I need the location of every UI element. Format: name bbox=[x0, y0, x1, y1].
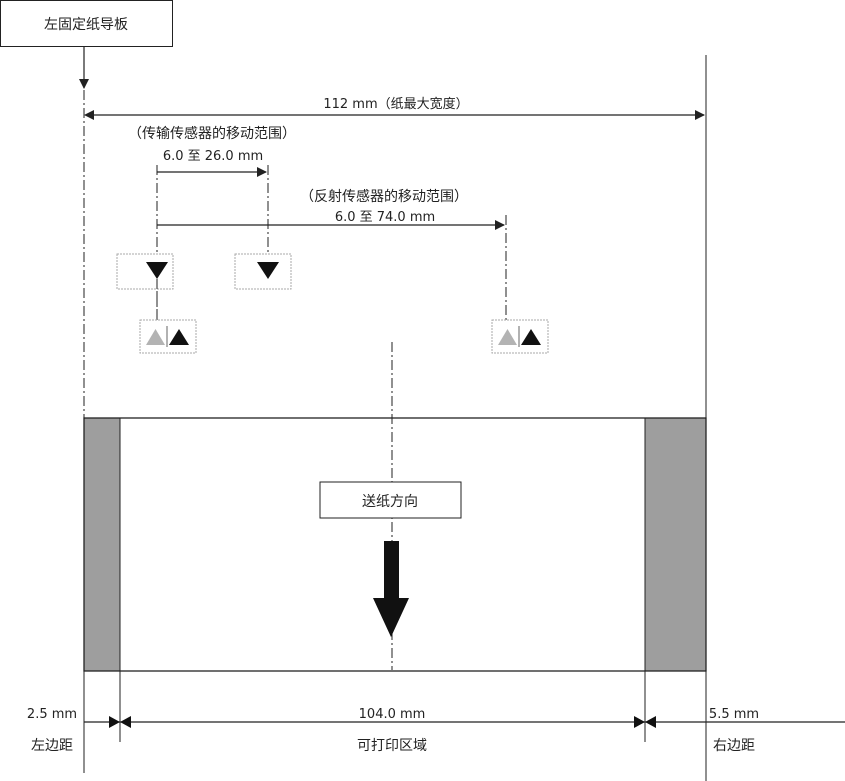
right-margin-label: 右边距 bbox=[713, 738, 755, 754]
feed-arrow-icon bbox=[373, 541, 409, 637]
left-guide-label-box: 左固定纸导板 bbox=[0, 0, 173, 47]
printable-area-label: 可打印区域 bbox=[357, 737, 427, 754]
reflective-sensor-start bbox=[139, 319, 197, 354]
feed-direction-label: 送纸方向 bbox=[362, 494, 418, 510]
left-guide-label: 左固定纸导板 bbox=[44, 17, 128, 33]
gray-triangle-icon bbox=[146, 329, 165, 345]
paper-width-label: 112 mm（纸最大宽度） bbox=[323, 96, 468, 112]
left-margin-label: 左边距 bbox=[31, 738, 73, 754]
feed-direction-box bbox=[319, 481, 462, 519]
transmissive-sensor-end bbox=[234, 253, 292, 290]
printable-width-value: 104.0 mm bbox=[359, 707, 426, 722]
transmissive-label: （传输传感器的移动范围） bbox=[128, 125, 296, 142]
arrowhead-left bbox=[84, 110, 94, 120]
right-margin-value: 5.5 mm bbox=[709, 707, 759, 722]
up-triangle-icon bbox=[169, 329, 189, 345]
left-margin-value: 2.5 mm bbox=[27, 707, 77, 722]
reflective-sensor-end bbox=[491, 319, 549, 354]
transmissive-range: 6.0 至 26.0 mm bbox=[163, 149, 263, 164]
reflective-range: 6.0 至 74.0 mm bbox=[335, 210, 435, 225]
gray-triangle-icon bbox=[498, 329, 517, 345]
right-margin-area bbox=[645, 418, 706, 671]
paper bbox=[83, 417, 707, 672]
down-triangle-icon bbox=[257, 262, 279, 279]
up-triangle-icon bbox=[521, 329, 541, 345]
reflective-label: （反射传感器的移动范围） bbox=[300, 188, 468, 205]
down-triangle-icon bbox=[146, 262, 168, 279]
transmissive-sensor-start bbox=[116, 253, 174, 290]
left-margin-area bbox=[84, 418, 120, 671]
